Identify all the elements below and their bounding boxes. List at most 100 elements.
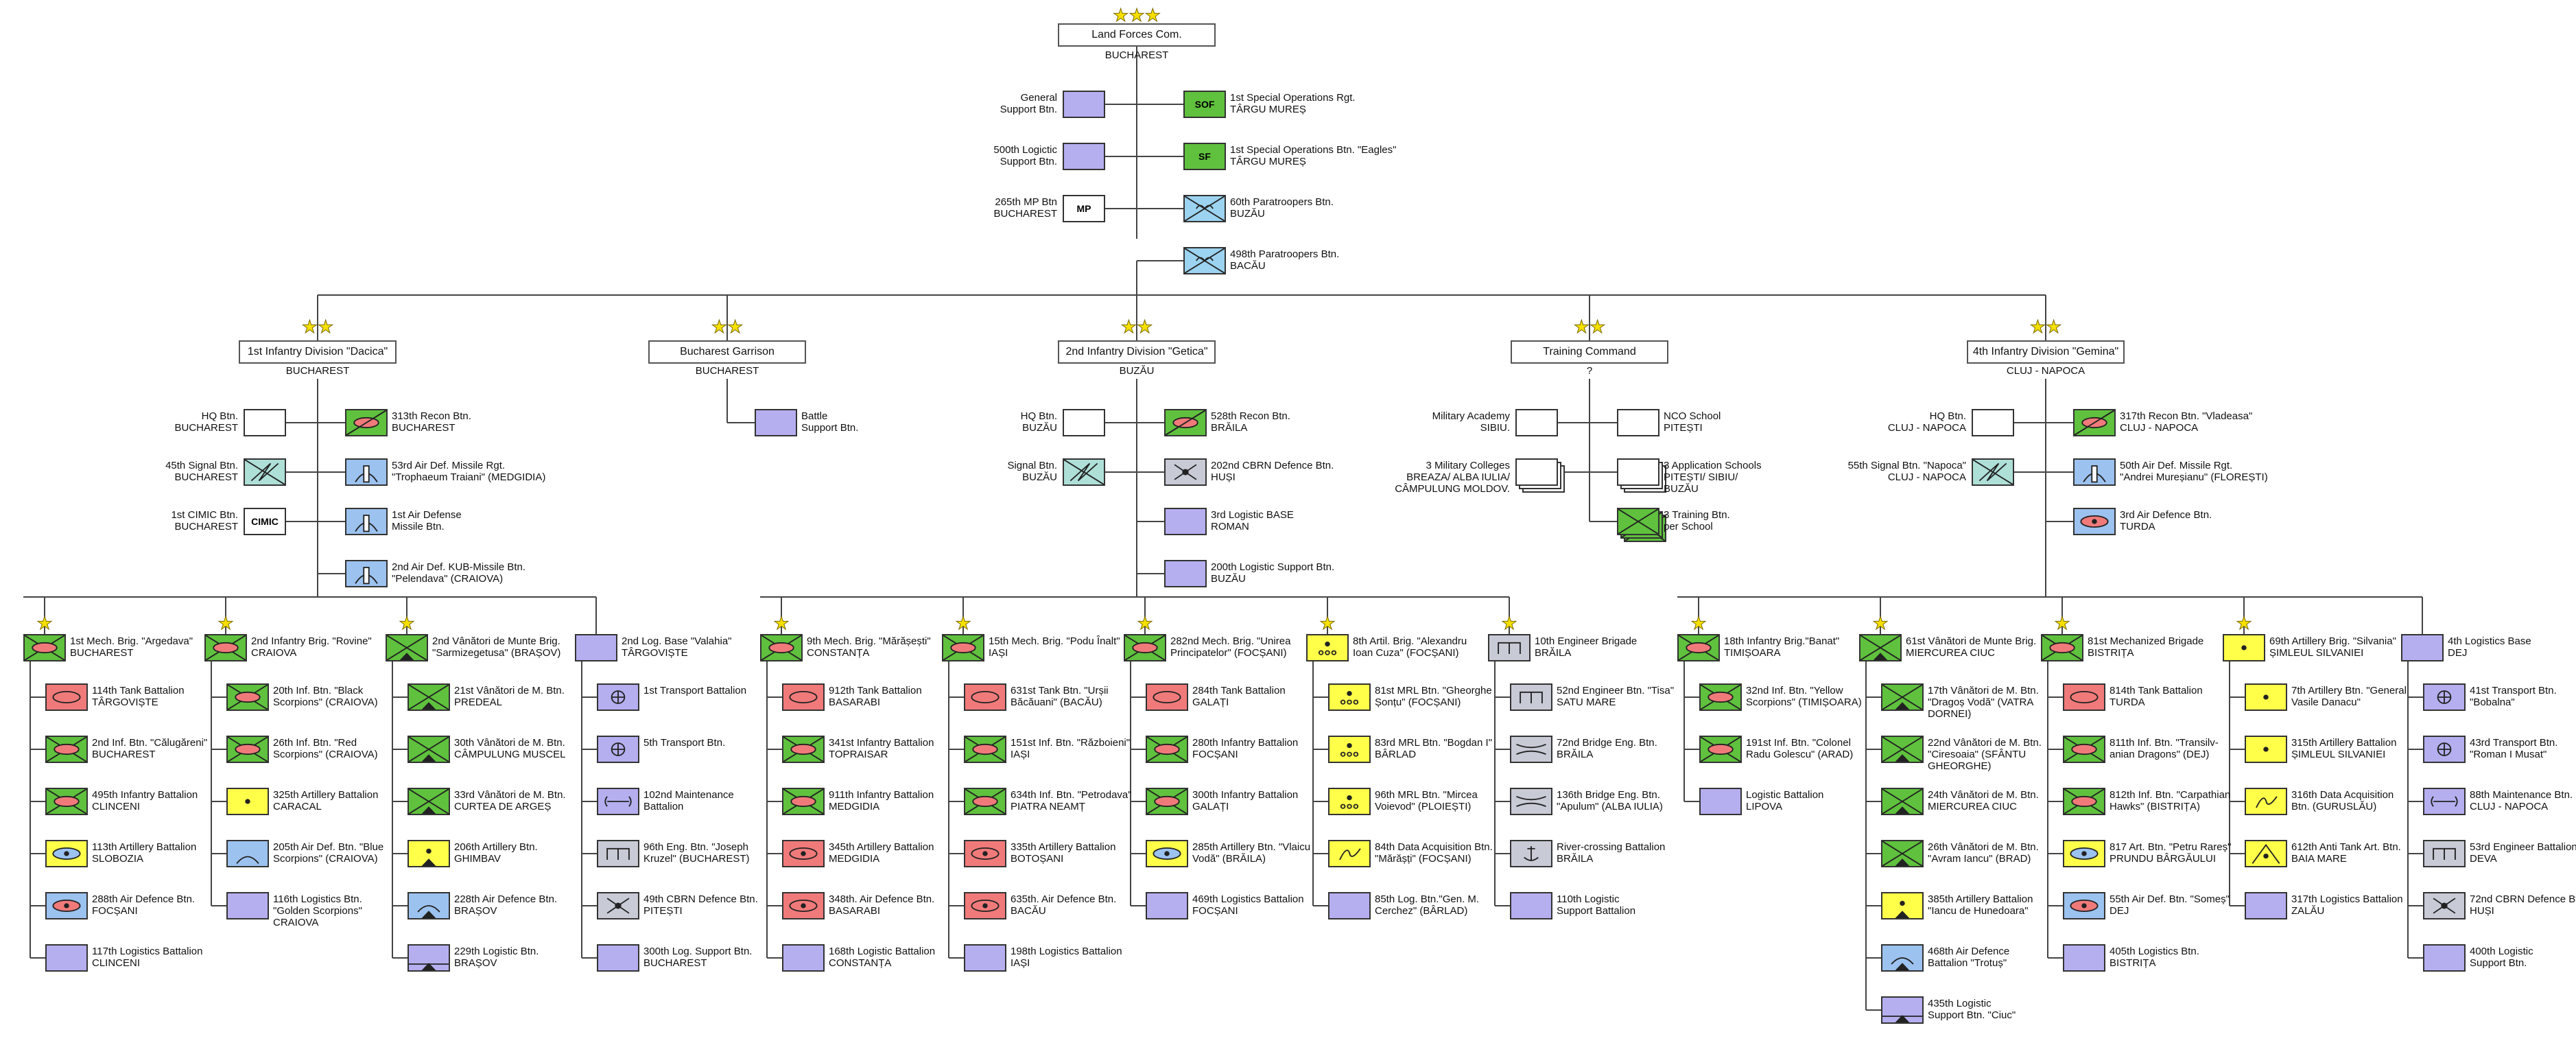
- division-unit-symbol: [2073, 409, 2116, 436]
- battalion-symbol: [2063, 683, 2105, 711]
- label-line: PREDEAL: [454, 696, 503, 708]
- division-box-d3[interactable]: 2nd Infantry Division "Getica": [1058, 340, 1216, 364]
- battalion-symbol: [1699, 788, 1742, 815]
- battalion-label: 634th Inf. Btn. "Petrodava"PIATRA NEAMȚ: [1011, 789, 1132, 812]
- battalion-symbol: [2423, 892, 2466, 919]
- label-line: "Pelendava" (CRAIOVA): [392, 573, 504, 585]
- brigade-label: 2nd Log. Base "Valahia"TÂRGOVIȘTE: [622, 635, 732, 659]
- label-line: DORNEI): [1928, 708, 1972, 720]
- brigade-symbol-b14: [2401, 634, 2444, 661]
- battalion-symbol: [1146, 683, 1188, 711]
- command-box[interactable]: Land Forces Com.: [1058, 23, 1216, 47]
- division-unit-symbol: [1617, 458, 1666, 493]
- battalion-symbol: [2245, 736, 2287, 763]
- brigade-star: ★: [2236, 613, 2252, 633]
- label-line: 96th MRL Btn. "Mircea: [1375, 789, 1478, 801]
- label-line: Support Btn. "Ciuc": [1928, 1009, 2016, 1021]
- label-line: LIPOVA: [1746, 801, 1783, 812]
- battalion-label: 33rd Vânători de M. Btn.CURTEA DE ARGEȘ: [454, 789, 566, 812]
- label-line: 3rd Logistic BASE: [1211, 509, 1294, 521]
- battalion-symbol: [1881, 892, 1924, 919]
- division-unit-symbol: [2073, 508, 2116, 535]
- division-box-d2[interactable]: Bucharest Garrison: [648, 340, 806, 364]
- label-line: "Andrei Mureșianu" (FLOREȘTI): [2120, 471, 2268, 483]
- label-line: CÂMPULUNG MOLDOV.: [1395, 483, 1510, 495]
- label-line: ȘIMLEUL SILVANIEI: [2269, 647, 2364, 659]
- division-box-d5[interactable]: 4th Infantry Division "Gemina": [1967, 340, 2125, 364]
- top-unit-symbol: SF: [1183, 143, 1226, 170]
- division-stars: ★★: [1120, 316, 1153, 337]
- division-unit-symbol: [1515, 458, 1565, 493]
- label-line: TURDA: [2120, 521, 2155, 532]
- battalion-symbol: [45, 683, 88, 711]
- top-unit-symbol: MP: [1063, 195, 1105, 222]
- label-line: 317th Recon Btn. "Vladeasa": [2120, 410, 2253, 422]
- division-unit-symbol: [345, 560, 388, 587]
- label-line: 55th Air Def. Btn. "Someș": [2110, 893, 2230, 905]
- division-box-d4[interactable]: Training Command: [1511, 340, 1668, 364]
- battalion-label: 22nd Vânători de M. Btn."Ciresoaia" (SFÂ…: [1928, 737, 2042, 772]
- brigade-star: ★: [1319, 613, 1336, 633]
- division-box-d1[interactable]: 1st Infantry Division "Dacica": [239, 340, 397, 364]
- battalion-label: 72nd CBRN Defence Btn.HUȘI: [2470, 893, 2576, 917]
- label-line: 102nd Maintenance: [643, 789, 734, 801]
- battalion-symbol: [2245, 788, 2287, 815]
- label-line: BUZĂU: [1664, 483, 1699, 495]
- brigade-star: ★: [2054, 613, 2070, 633]
- label-line: HUȘI: [1211, 471, 1236, 483]
- label-line: NCO School: [1664, 410, 1721, 422]
- label-line: PIATRA NEAMȚ: [1011, 801, 1085, 812]
- label-line: BISTRIȚA: [2110, 957, 2156, 969]
- label-line: Military Academy: [1432, 410, 1510, 422]
- command-city: BUCHAREST: [1104, 49, 1169, 61]
- top-unit-symbol: [1183, 195, 1226, 222]
- battalion-symbol: [1881, 996, 1924, 1024]
- label-line: TURDA: [2110, 696, 2145, 708]
- label-line: MIERCUREA CIUC: [1906, 647, 1996, 659]
- label-line: BUCHAREST: [993, 208, 1057, 220]
- label-line: 53rd Air Def. Missile Rgt.: [392, 460, 506, 471]
- label-line: 435th Logistic: [1928, 998, 1992, 1009]
- label-line: 911th Infantry Battalion: [829, 789, 934, 801]
- division-unit-symbol: [1515, 409, 1558, 436]
- label-line: BÂRLAD: [1375, 749, 1417, 760]
- division-unit-symbol: [345, 409, 388, 436]
- label-line: 912th Tank Battalion: [829, 685, 922, 696]
- division-unit-symbol: [345, 458, 388, 486]
- label-line: BACĂU: [1011, 905, 1046, 917]
- battalion-symbol: [964, 892, 1006, 919]
- label-line: 631st Tank Btn. "Urșii: [1011, 685, 1109, 696]
- label-line: DEJ: [2110, 905, 2129, 917]
- brigade-label: 1st Mech. Brig. "Argedava"BUCHAREST: [70, 635, 193, 659]
- battalion-label: 52nd Engineer Btn. "Tisa"SATU MARE: [1557, 685, 1674, 708]
- battalion-symbol: [2245, 683, 2287, 711]
- label-line: 117th Logistics Battalion: [92, 946, 203, 957]
- battalion-symbol: [226, 840, 269, 867]
- label-line: 2nd Vânători de Munte Brig.: [432, 635, 560, 647]
- label-line: PITEȘTI: [643, 905, 683, 917]
- label-line: General: [1020, 92, 1057, 104]
- label-line: IAȘI: [989, 647, 1008, 659]
- label-line: CONSTANȚA: [807, 647, 870, 659]
- label-line: Scorpions" (CRAIOVA): [273, 696, 378, 708]
- battalion-label: 83rd MRL Btn. "Bogdan I"BÂRLAD: [1375, 737, 1492, 760]
- label-line: "Dragoș Vodă" (VATRA: [1928, 696, 2034, 708]
- division-stars: ★★: [1573, 316, 1606, 337]
- label-line: 288th Air Defence Btn.: [92, 893, 196, 905]
- battalion-label: 41st Transport Btn."Bobalna": [2470, 685, 2557, 708]
- label-line: "Avram Iancu" (BRAD): [1928, 853, 2031, 865]
- label-line: 348th. Air Defence Btn.: [829, 893, 935, 905]
- label-line: BRĂILA: [1211, 422, 1248, 434]
